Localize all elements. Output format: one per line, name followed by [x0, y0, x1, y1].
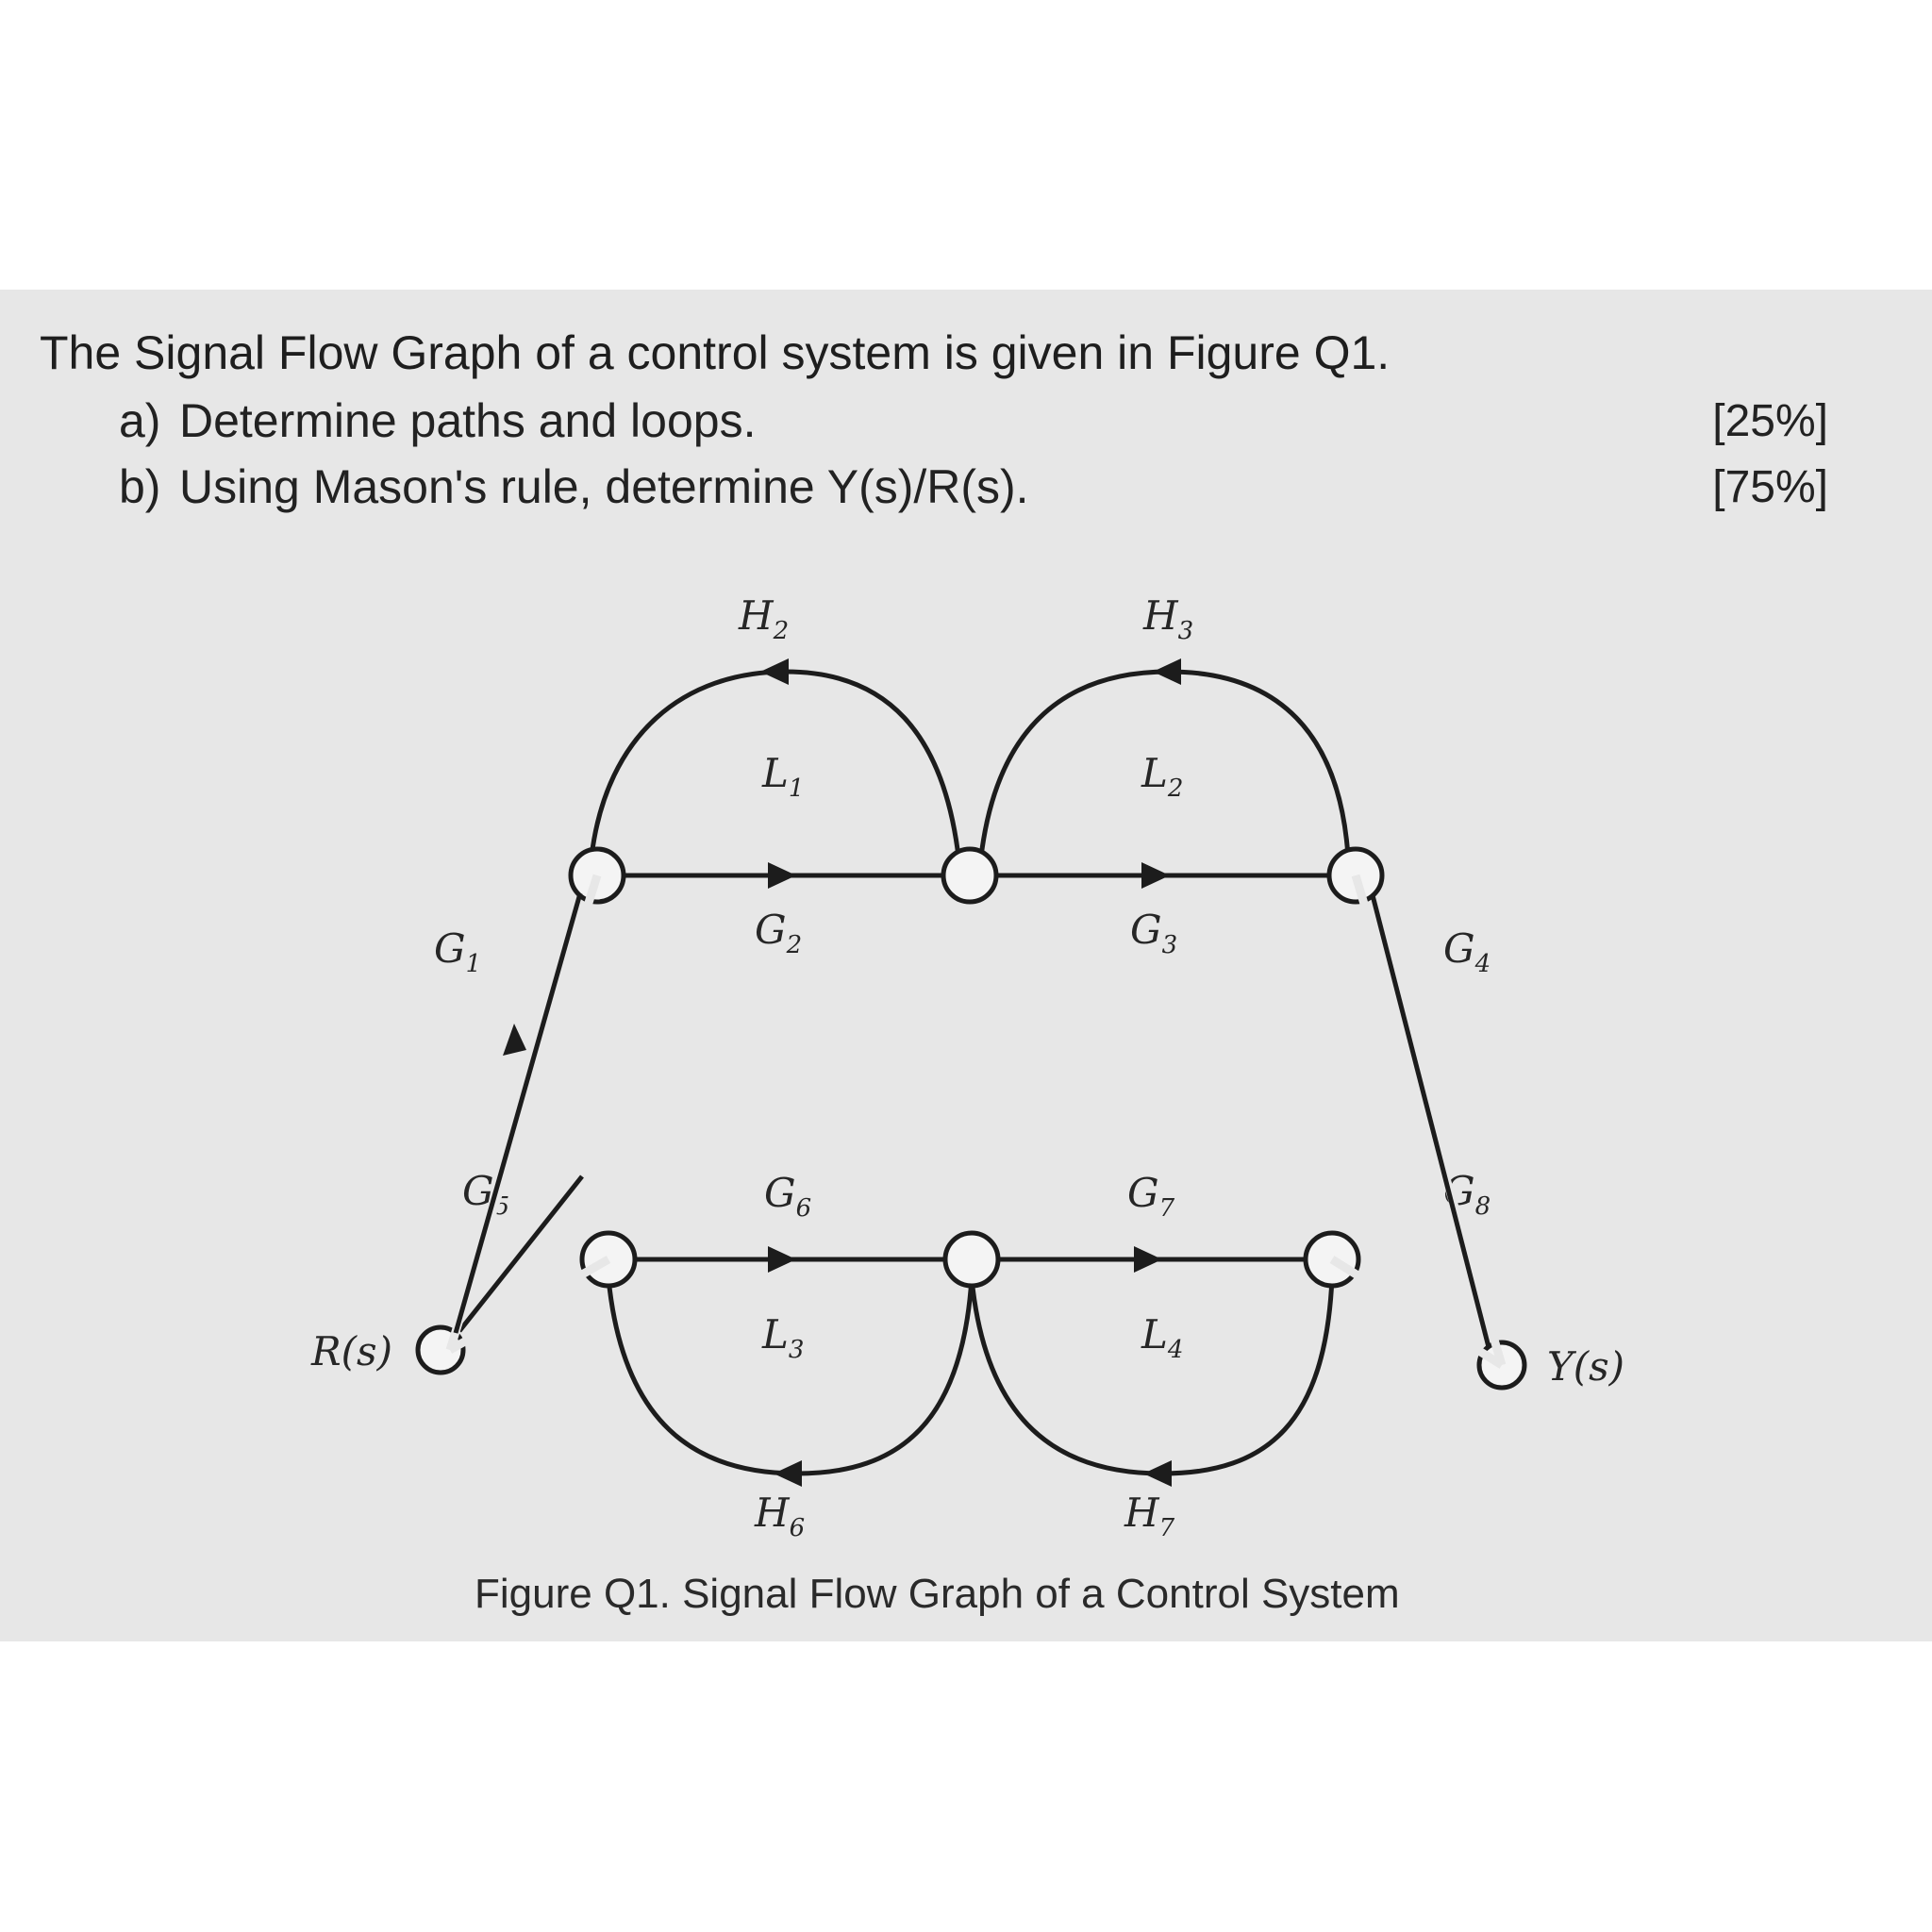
label-h7-sub: 7: [1159, 1514, 1175, 1542]
item-text: Using Mason's rule, determine Y(s)/R(s).: [179, 460, 1029, 513]
label-g5-base: G: [462, 1168, 494, 1214]
label-l3-base: L: [761, 1311, 789, 1357]
label-l3: L3: [761, 1311, 804, 1364]
label-l1: L1: [761, 750, 804, 803]
node-7: [942, 1230, 1001, 1289]
label-g7: G7: [1127, 1170, 1175, 1223]
label-l4: L4: [1141, 1311, 1183, 1364]
arrow-h2-icon: [760, 658, 789, 685]
arrow-g2-icon: [768, 862, 796, 889]
arrow-h3-icon: [1153, 658, 1181, 685]
label-h2-base: H: [738, 592, 774, 639]
node-3: [941, 846, 999, 905]
arrow-h7-icon: [1143, 1460, 1172, 1487]
label-l4-sub: 4: [1167, 1336, 1184, 1364]
label-l2: L2: [1141, 750, 1183, 803]
flow-diagonals: [453, 892, 583, 1334]
label-g2-sub: 2: [786, 931, 803, 959]
label-g2-base: G: [755, 907, 787, 953]
label-h7: H7: [1124, 1490, 1175, 1542]
label-h6-sub: 6: [790, 1514, 806, 1542]
label-g1-sub: 1: [466, 950, 482, 978]
label-h7-base: H: [1124, 1490, 1160, 1536]
label-h6: H6: [754, 1490, 805, 1542]
label-l2-sub: 2: [1167, 774, 1184, 803]
label-l1-sub: 1: [789, 774, 805, 803]
label-g5: G5: [462, 1168, 509, 1221]
question-item-b: b) Using Mason's rule, determine Y(s)/R(s…: [119, 459, 1029, 514]
label-g3-base: G: [1130, 907, 1162, 953]
label-h2: H2: [738, 592, 789, 645]
label-l2-base: L: [1141, 750, 1168, 796]
input-label: R(s): [310, 1328, 392, 1374]
figure-caption: Figure Q1. Signal Flow Graph of a Contro…: [475, 1571, 1400, 1617]
question-panel: The Signal Flow Graph of a control syste…: [0, 290, 1932, 1641]
label-g7-base: G: [1127, 1170, 1159, 1216]
arrow-g6-icon: [768, 1246, 796, 1273]
label-h3: H3: [1142, 592, 1193, 645]
arrow-h6-icon: [774, 1460, 802, 1487]
arrow-g7-icon: [1134, 1246, 1162, 1273]
item-label: a): [119, 394, 161, 447]
marks-b: [75%]: [1712, 462, 1828, 512]
g1-branch-final: [453, 892, 583, 1334]
label-g1-base: G: [434, 925, 466, 972]
label-h3-base: H: [1142, 592, 1179, 639]
question-item-a: a) Determine paths and loops.: [119, 393, 756, 448]
label-l4-base: L: [1141, 1311, 1168, 1357]
label-g6-base: G: [764, 1170, 796, 1216]
question-title: The Signal Flow Graph of a control syste…: [40, 326, 1391, 379]
item-text: Determine paths and loops.: [179, 394, 757, 447]
graph-diagonals: [0, 290, 1932, 1641]
label-h2-sub: 2: [773, 617, 790, 645]
label-g6: G6: [764, 1170, 811, 1223]
label-g3: G3: [1130, 907, 1177, 959]
label-g3-sub: 3: [1162, 931, 1178, 959]
label-l1-base: L: [761, 750, 789, 796]
marks-a: [25%]: [1712, 396, 1828, 446]
label-g2: G2: [755, 907, 802, 959]
label-h3-sub: 3: [1178, 617, 1194, 645]
label-h6-base: H: [754, 1490, 791, 1536]
branch-g1-diagonal: [458, 1174, 584, 1333]
label-g6-sub: 6: [796, 1194, 812, 1223]
item-label: b): [119, 460, 161, 513]
label-l3-sub: 3: [789, 1336, 805, 1364]
output-label: Y(s): [1547, 1343, 1624, 1390]
label-g7-sub: 7: [1159, 1194, 1175, 1223]
erase-g5-guess: [447, 1256, 611, 1354]
label-g1: G1: [434, 925, 481, 978]
arrow-g3-icon: [1141, 862, 1170, 889]
